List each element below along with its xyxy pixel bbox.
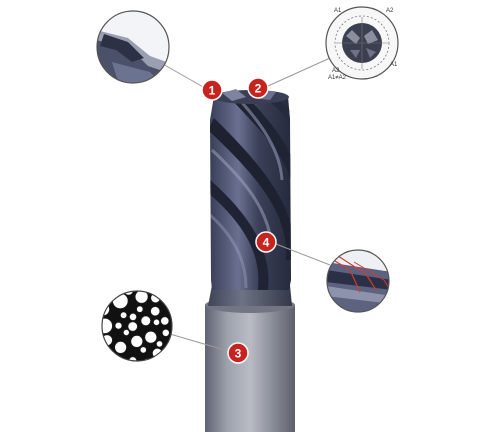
callout-badge-1: 1: [201, 79, 223, 101]
carbide-grain: [127, 321, 138, 332]
leader-lines: [160, 57, 331, 352]
carbide-grain: [144, 331, 158, 344]
detail-circle-3: [101, 290, 173, 362]
carbide-grain: [161, 291, 172, 297]
carbide-grain: [102, 317, 113, 334]
carbide-grain: [167, 344, 172, 356]
carbide-grain: [102, 291, 113, 299]
carbide-grain: [162, 328, 170, 337]
leader-line-3: [169, 333, 229, 352]
carbide-grain: [150, 306, 161, 317]
carbide-grain: [102, 356, 113, 361]
carbide-grain: [153, 318, 160, 326]
dim-label-a1-right: A1: [390, 62, 398, 68]
carbide-grain: [134, 291, 149, 304]
callout-badge-2: 2: [247, 77, 269, 99]
callout-badge-3: 3: [227, 342, 249, 364]
callout-badge-2-number: 2: [255, 82, 262, 96]
carbide-grain: [166, 358, 172, 361]
end-mill-tool: [205, 89, 295, 432]
carbide-grain: [102, 302, 110, 317]
carbide-grain: [140, 315, 151, 326]
dim-label-a2-bottom: A2: [332, 68, 340, 74]
tool-neck: [208, 285, 292, 306]
carbide-grain: [120, 311, 128, 319]
callout-badge-3-number: 3: [235, 347, 242, 361]
leader-line-4: [275, 243, 331, 266]
tool-shank: [205, 305, 295, 432]
carbide-grain: [123, 329, 130, 336]
carbide-grain: [129, 312, 137, 321]
carbide-grain: [139, 346, 147, 354]
dim-label-a1-top: A1: [334, 8, 342, 14]
callout-badge-4-number: 4: [263, 236, 270, 250]
leader-line-2: [267, 57, 331, 87]
callout-badge-4: 4: [255, 231, 277, 253]
detail-circle-2: A1 A2 A2 A1≠A2 A1: [325, 6, 399, 81]
carbide-grain: [114, 322, 123, 330]
detail-circle-1: [96, 10, 170, 84]
helical-flutes: [210, 96, 291, 290]
callout-badge-1-number: 1: [209, 84, 216, 98]
carbide-grains: [102, 291, 172, 361]
carbide-grain: [102, 347, 104, 357]
leader-line-1: [160, 62, 206, 89]
detail-circle-4: [326, 249, 390, 313]
carbide-grain: [156, 340, 163, 348]
carbide-grain: [114, 341, 127, 354]
carbide-grain: [136, 305, 144, 313]
carbide-grain: [130, 335, 144, 348]
carbide-grain: [160, 316, 170, 326]
dim-label-a1-neq-a2: A1≠A2: [328, 75, 347, 81]
dim-label-a2-top: A2: [386, 8, 394, 14]
